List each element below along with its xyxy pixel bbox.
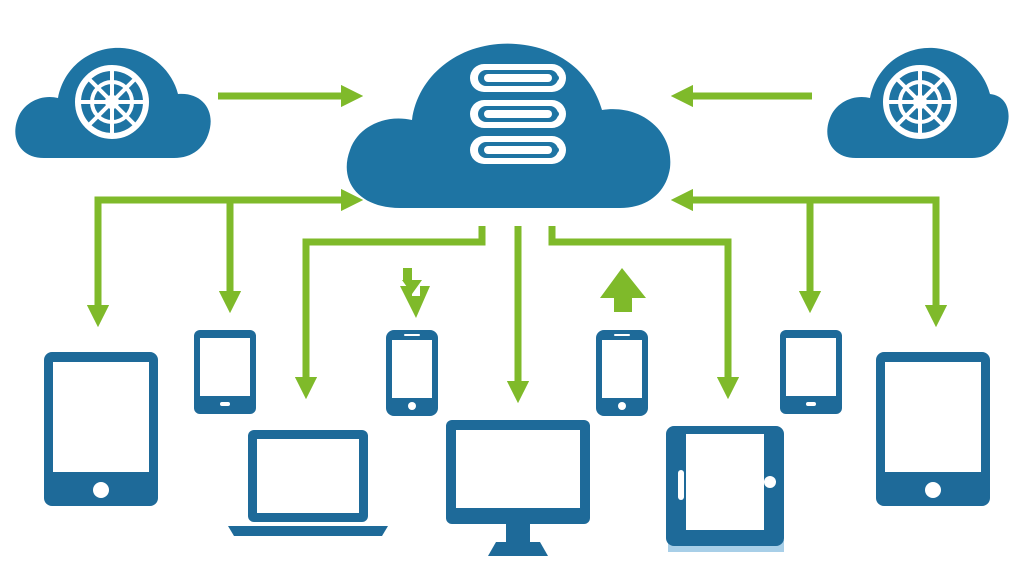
tablet-icon <box>44 352 158 506</box>
sync-arrow-left <box>400 268 430 318</box>
connection-arrows <box>86 84 948 404</box>
phone-icon <box>780 330 842 414</box>
tablet-icon <box>666 426 784 552</box>
left-cloud <box>15 47 211 158</box>
sync-arrow-right <box>600 268 646 312</box>
monitor-icon <box>446 420 590 556</box>
laptop-icon <box>228 430 388 536</box>
arrow-right-bracket-to-central <box>670 188 940 300</box>
tablet-icon <box>876 352 990 506</box>
right-cloud <box>827 47 1009 158</box>
phone-icon <box>596 330 648 416</box>
arrow-left-bracket-to-central <box>94 188 364 300</box>
phone-icon <box>194 330 256 414</box>
arrow-central-to-laptop <box>294 226 486 400</box>
arrow-central-to-tablet <box>548 226 740 400</box>
database-icon <box>470 64 566 164</box>
gear-icon <box>883 65 957 139</box>
phone-icon <box>386 330 438 416</box>
central-cloud <box>346 43 671 208</box>
gear-icon <box>75 65 149 139</box>
